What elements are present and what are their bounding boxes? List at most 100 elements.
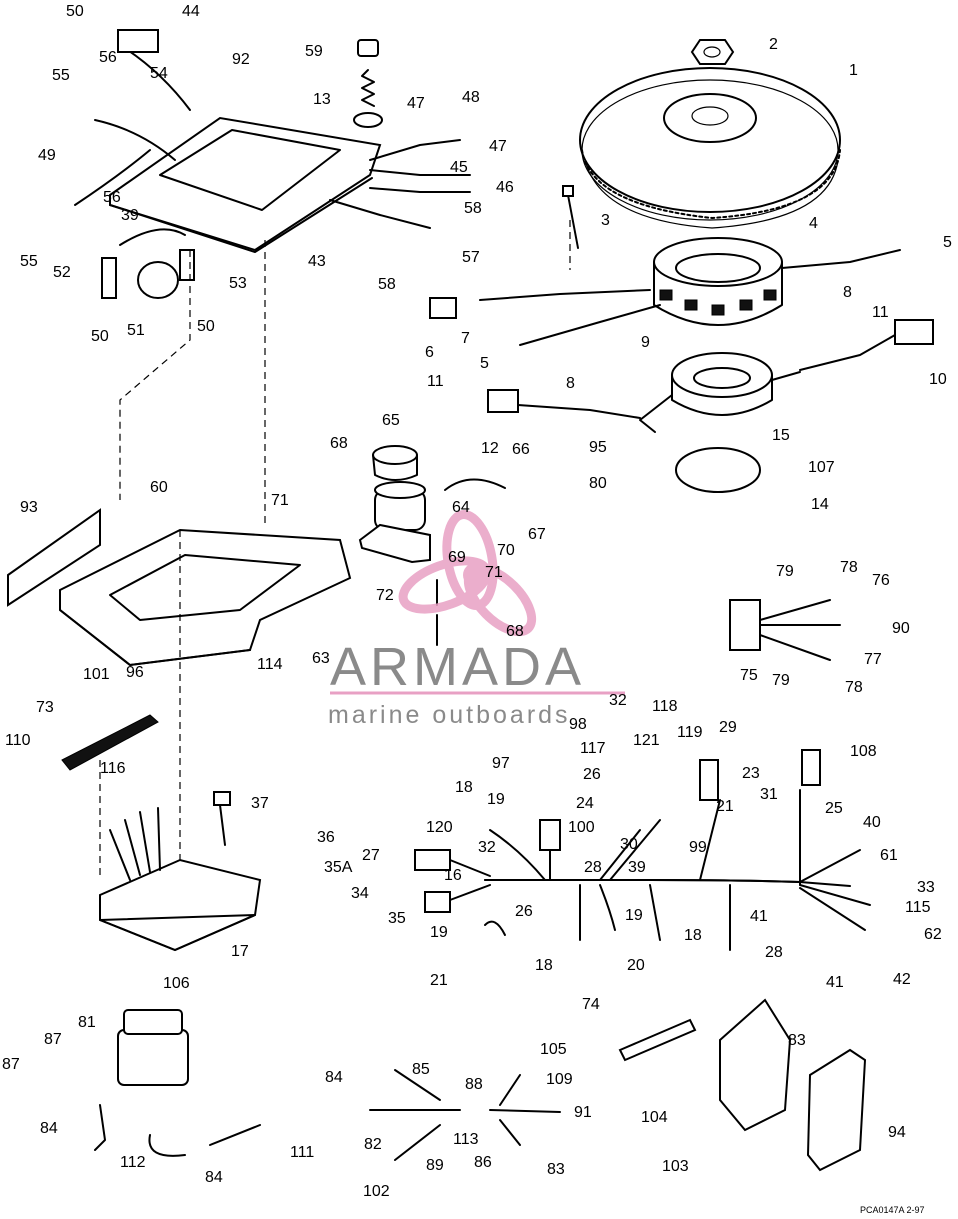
callout-label: 68 <box>506 623 524 640</box>
callout-label: 13 <box>313 91 331 108</box>
clip-62 <box>484 920 506 936</box>
callout-label: 107 <box>808 459 835 476</box>
connector-23 <box>699 759 719 801</box>
callout-label: 52 <box>53 264 71 281</box>
timer-plug <box>487 389 519 413</box>
callout-label: 12 <box>481 440 499 457</box>
flywheel <box>579 67 841 229</box>
callout-label: 5 <box>943 234 952 251</box>
callout-label: 75 <box>740 667 758 684</box>
callout-label: 77 <box>864 651 882 668</box>
callout-label: 54 <box>150 65 168 82</box>
callout-label: 4 <box>809 215 818 232</box>
callout-label: 18 <box>455 779 473 796</box>
ignition-coil <box>117 1009 189 1086</box>
timer-base <box>639 352 801 433</box>
callout-label: 86 <box>474 1154 492 1171</box>
callout-label: 56 <box>103 189 121 206</box>
callout-label: 41 <box>750 908 768 925</box>
callout-label: 85 <box>412 1061 430 1078</box>
callout-label: 19 <box>487 791 505 808</box>
callout-label: 11 <box>872 304 889 321</box>
callout-label: 8 <box>566 375 575 392</box>
callout-label: 18 <box>684 927 702 944</box>
callout-label: 14 <box>811 496 829 513</box>
callout-label: 95 <box>589 439 607 456</box>
terminal-53 <box>179 249 195 281</box>
callout-label: 17 <box>231 943 249 960</box>
stator-connector <box>429 297 457 319</box>
callout-label: 112 <box>120 1154 146 1171</box>
callout-label: 59 <box>305 43 323 60</box>
callout-label: 28 <box>584 859 602 876</box>
callout-label: 92 <box>232 51 250 68</box>
callout-label: 23 <box>742 765 760 782</box>
callout-label: 29 <box>719 719 737 736</box>
callout-label: 79 <box>776 563 794 580</box>
callout-label: 115 <box>905 899 931 916</box>
callout-label: 21 <box>430 972 448 989</box>
timer-connector <box>894 319 934 345</box>
callout-label: 81 <box>78 1014 96 1031</box>
callout-label: 83 <box>547 1161 565 1178</box>
callout-label: 2 <box>769 36 778 53</box>
callout-label: 15 <box>772 427 790 444</box>
callout-label: 55 <box>52 67 70 84</box>
callout-label: 26 <box>515 903 533 920</box>
callout-label: 82 <box>364 1136 382 1153</box>
callout-label: 3 <box>601 212 610 229</box>
callout-label: 90 <box>892 620 910 637</box>
retaining-ring <box>675 447 761 493</box>
callout-label: 73 <box>36 699 54 716</box>
callout-label: 84 <box>40 1120 58 1137</box>
callout-label: 49 <box>38 147 56 164</box>
callout-label: 42 <box>893 971 911 988</box>
callout-label: 61 <box>880 847 898 864</box>
callout-label: 80 <box>589 475 607 492</box>
callout-label: 60 <box>150 479 168 496</box>
callout-label: 11 <box>427 373 444 390</box>
callout-label: 67 <box>528 526 546 543</box>
callout-label: 25 <box>825 800 843 817</box>
cap-59 <box>357 39 379 57</box>
callout-label: 47 <box>489 138 507 155</box>
terminal-50 <box>101 257 117 299</box>
callout-label: 51 <box>127 322 145 339</box>
connector-108 <box>801 749 821 786</box>
callout-label: 94 <box>888 1124 906 1141</box>
callout-label: 79 <box>772 672 790 689</box>
callout-label: 97 <box>492 755 510 772</box>
callout-label: 102 <box>363 1183 390 1200</box>
callout-label: 93 <box>20 499 38 516</box>
callout-label: 50 <box>197 318 215 335</box>
connector-51 <box>137 261 179 299</box>
callout-label: 57 <box>462 249 480 266</box>
callout-label: 72 <box>376 587 394 604</box>
wire-harness <box>449 789 871 951</box>
callout-label: 39 <box>121 207 139 224</box>
callout-label: 83 <box>788 1032 806 1049</box>
callout-label: 91 <box>574 1104 592 1121</box>
cap-65 <box>372 445 418 465</box>
callout-label: 8 <box>843 284 852 301</box>
module-115 <box>99 858 262 952</box>
callout-label: 113 <box>453 1131 479 1148</box>
callout-label: 50 <box>66 3 84 20</box>
connector-32 <box>414 849 451 871</box>
callout-label: 120 <box>426 819 453 836</box>
callout-label: 96 <box>126 664 144 681</box>
terminal-block <box>61 714 159 771</box>
callout-label: 66 <box>512 441 530 458</box>
callout-label: 70 <box>497 542 515 559</box>
callout-label: 119 <box>677 724 703 741</box>
callout-label: 76 <box>872 572 890 589</box>
callout-label: 40 <box>863 814 881 831</box>
callout-label: 109 <box>546 1071 573 1088</box>
callout-label: 117 <box>580 740 606 757</box>
callout-label: 32 <box>609 692 627 709</box>
decal-93 <box>7 508 101 607</box>
callout-label: 30 <box>620 836 638 853</box>
bracket-106 <box>618 1018 697 1062</box>
callout-label: 108 <box>850 743 877 760</box>
